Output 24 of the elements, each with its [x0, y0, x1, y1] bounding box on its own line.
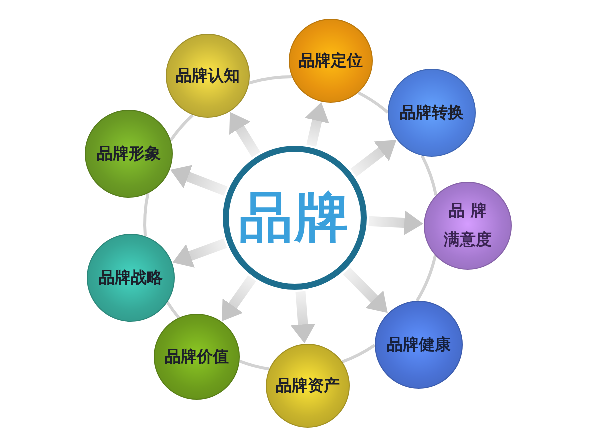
node-label: 品牌战略 — [99, 268, 163, 288]
ring-arc-line — [420, 155, 438, 196]
node-label: 品牌认知 — [176, 66, 240, 86]
node-label: 品 牌满意度 — [442, 200, 493, 251]
node-label: 品牌健康 — [387, 335, 451, 355]
ring-arc-line — [248, 76, 292, 85]
ring-arc-line — [342, 344, 376, 364]
arrow — [305, 102, 330, 147]
ring-arc-line — [239, 360, 270, 371]
ring-arc-line — [170, 114, 194, 142]
node-label: 品牌形象 — [97, 144, 161, 164]
node-label: 品牌定位 — [299, 51, 363, 71]
arrow — [172, 238, 228, 268]
arrow — [290, 291, 316, 344]
hub-title: 品牌 — [239, 188, 351, 248]
ring-arc-line — [416, 255, 437, 302]
arrow — [169, 165, 228, 196]
ring-arc-line — [166, 302, 180, 319]
node-label: 品牌价值 — [165, 347, 229, 367]
arrow — [368, 210, 424, 236]
node-label: 品牌转换 — [400, 103, 464, 123]
node-label: 品牌资产 — [276, 376, 340, 396]
ring-arc-line — [358, 92, 389, 114]
ring-arc-line — [144, 193, 150, 237]
